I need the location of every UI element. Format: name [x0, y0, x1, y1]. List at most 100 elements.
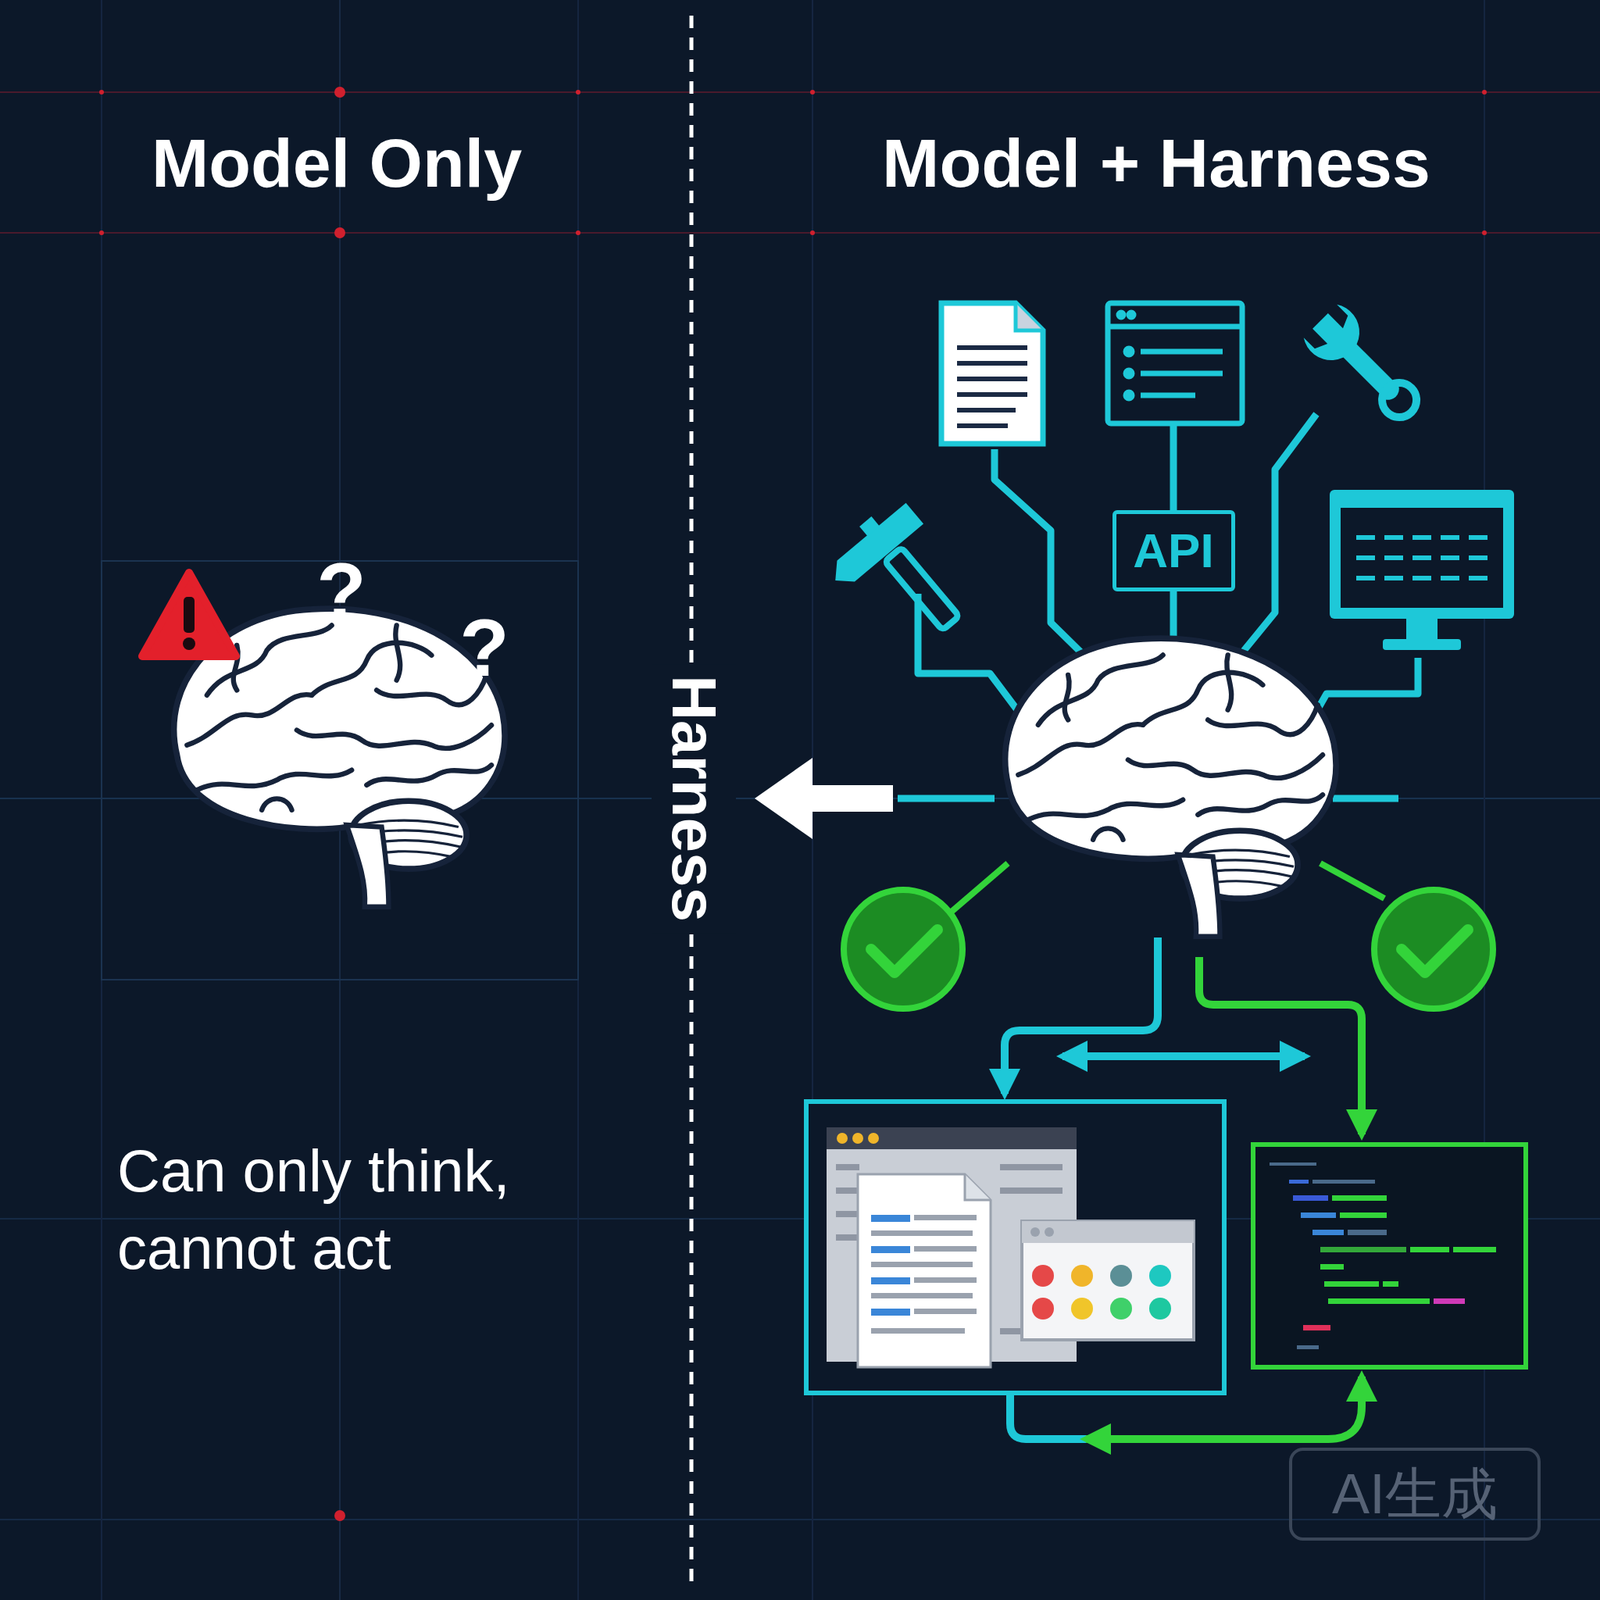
- app-window: [852, 1132, 864, 1144]
- browser-icon: [1140, 349, 1223, 355]
- monitor-icon: [1340, 507, 1504, 608]
- app-window: [1044, 1227, 1054, 1237]
- app-window: [871, 1230, 973, 1236]
- app-window: [871, 1292, 973, 1299]
- grid-dot: [99, 89, 104, 95]
- code-editor: [1339, 1212, 1387, 1218]
- app-window: [914, 1214, 977, 1221]
- app-window: [1021, 1221, 1194, 1340]
- app-window: [871, 1328, 965, 1334]
- question-mark: ?: [459, 599, 510, 697]
- box-label: API: [1132, 524, 1214, 578]
- app-window: [857, 1174, 991, 1368]
- app-window: [871, 1261, 973, 1268]
- monitor-icon: [1440, 575, 1460, 581]
- check-circle: [871, 929, 938, 973]
- browser-icon: [1125, 348, 1133, 355]
- document-icon: [957, 407, 1016, 413]
- code-editor: [1253, 1144, 1526, 1368]
- connector-line: [1170, 423, 1178, 512]
- code-editor: [1347, 1229, 1387, 1236]
- code-editor: [1296, 1345, 1319, 1350]
- check-circle: [1401, 929, 1468, 973]
- document-icon: [957, 376, 1028, 382]
- warning-triangle: [142, 572, 236, 657]
- grid-dot: [810, 230, 815, 236]
- monitor-icon: [1406, 618, 1438, 643]
- monitor-icon: [1384, 555, 1404, 561]
- browser-icon: [1107, 303, 1243, 424]
- flow-arrow: [1010, 1395, 1094, 1440]
- code-editor: [1269, 1162, 1317, 1166]
- monitor-icon: [1468, 575, 1488, 581]
- app-window: [867, 1132, 879, 1144]
- app-window: [871, 1277, 911, 1285]
- code-editor: [1289, 1179, 1309, 1184]
- app-window: [835, 1234, 860, 1241]
- monitor-icon: [1384, 575, 1404, 581]
- warning-triangle: [142, 572, 236, 657]
- browser-icon: [1140, 392, 1196, 399]
- grid-line: [0, 91, 1600, 93]
- browser-icon: [1107, 324, 1243, 330]
- monitor-icon: [1440, 555, 1460, 561]
- app-window: [1071, 1264, 1093, 1287]
- monitor-icon: [1356, 555, 1375, 561]
- app-window: [1021, 1221, 1194, 1243]
- app-window: [806, 1101, 1225, 1393]
- connector-line: [1229, 414, 1317, 668]
- arrow-left: [754, 757, 893, 840]
- check-line: [1320, 863, 1385, 899]
- connector-line: [994, 449, 1097, 668]
- app-window: [836, 1132, 848, 1144]
- grid-dot: [334, 86, 346, 98]
- connector-line: [917, 593, 1021, 715]
- browser-icon: [1140, 371, 1223, 377]
- document-icon: [941, 303, 1043, 444]
- grid-dot: [99, 230, 104, 236]
- browser-icon: [1125, 370, 1133, 377]
- app-window: [1110, 1264, 1133, 1287]
- wrench-icon: [1300, 301, 1433, 433]
- flow-arrow: [1004, 937, 1158, 1094]
- grid-dot: [334, 1510, 346, 1522]
- document-icon: [957, 392, 1028, 397]
- monitor-icon: [1329, 489, 1515, 650]
- hammer-icon: [826, 503, 924, 591]
- app-window: [835, 1187, 860, 1194]
- warning-triangle: [182, 637, 196, 650]
- hammer-icon: [818, 493, 984, 663]
- app-window: [871, 1214, 911, 1222]
- code-editor: [1312, 1179, 1375, 1184]
- code-editor: [1382, 1281, 1399, 1287]
- app-window: [964, 1174, 991, 1200]
- app-window: [1071, 1297, 1093, 1320]
- caption-note: Can only think, cannot act: [117, 1132, 649, 1288]
- grid-dot: [575, 89, 581, 95]
- code-editor: [1433, 1298, 1465, 1304]
- app-window: [1000, 1187, 1063, 1194]
- browser-icon: [1118, 312, 1124, 318]
- grid-line: [0, 232, 1600, 234]
- grid-dot: [1482, 89, 1487, 95]
- document-icon: [957, 360, 1028, 366]
- app-window: [871, 1246, 911, 1254]
- grid-dot: [810, 89, 815, 95]
- hammer-icon: [859, 516, 880, 536]
- app-window: [806, 1101, 1225, 1393]
- panel-heading: Model Only: [151, 121, 522, 205]
- check-circle: [843, 889, 1493, 1009]
- grid-dot: [1482, 230, 1487, 236]
- code-editor: [1332, 1195, 1387, 1201]
- document-icon: [1015, 303, 1043, 331]
- monitor-icon: [1329, 489, 1515, 619]
- code-editor: [1320, 1264, 1344, 1270]
- app-window: [1110, 1297, 1133, 1320]
- grid-dot: [334, 227, 346, 239]
- monitor-icon: [1468, 535, 1488, 540]
- question-mark: ?: [316, 542, 367, 641]
- watermark: AI生成: [1332, 1460, 1498, 1528]
- code-editor: [1453, 1246, 1497, 1253]
